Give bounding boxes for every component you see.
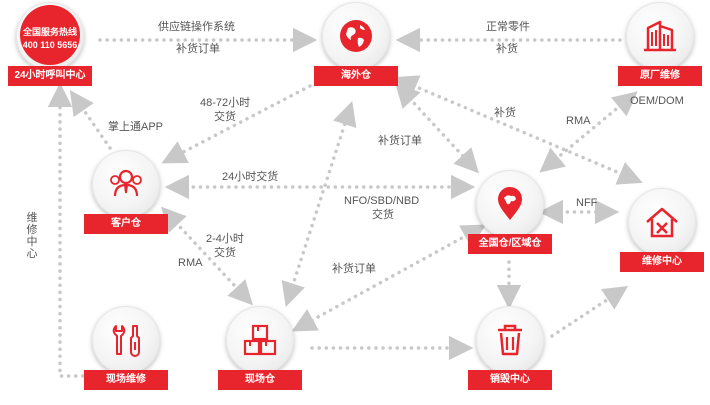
national-warehouse-label: 全国仓/区域仓	[468, 234, 552, 254]
hotline-badge: 全国服务热线 400 110 5656	[20, 5, 80, 65]
national-circle	[476, 170, 544, 238]
label-app: 掌上通APP	[108, 121, 164, 133]
label-nfo-l1: NFO/SBD/NBD	[344, 195, 420, 207]
label-nfo-l2: 交货	[372, 209, 394, 221]
overseas-warehouse-label: 海外仓	[314, 66, 398, 86]
label-replenish-order-top: 补货订单	[176, 43, 220, 55]
link-fieldrepair-call	[47, 82, 92, 378]
label-replenish-mid: 补货	[494, 107, 516, 119]
field-warehouse-label: 现场仓	[218, 370, 302, 390]
call-center-label: 24小时呼叫中心	[8, 66, 92, 86]
label-delivery-48-72-l2: 交货	[214, 111, 236, 123]
label-repair-center-vertical: 维修中心	[26, 212, 38, 260]
repair-center-label: 维修中心	[620, 252, 704, 272]
hotline-number: 400 110 5656	[22, 40, 78, 50]
oem-repair-label: 原厂维修	[618, 66, 702, 86]
overseas-circle	[322, 2, 390, 70]
trash-bin-icon	[498, 324, 522, 356]
label-delivery-2-4-l2: 交货	[214, 247, 236, 259]
link-overseas-national	[395, 82, 479, 174]
hotline-title: 全国服务热线	[22, 27, 77, 37]
label-delivery-2-4-l1: 2-4小时	[206, 233, 244, 245]
field-warehouse-circle	[226, 306, 294, 374]
destruction-center-label: 销毁中心	[468, 370, 552, 390]
label-replenish-top-right: 补货	[496, 43, 518, 55]
oem-circle	[626, 2, 694, 70]
link-overseas-customer	[161, 84, 312, 164]
house-tools-icon	[646, 207, 678, 238]
label-nff: NFF	[576, 197, 598, 209]
label-supply-chain-system: 供应链操作系统	[158, 21, 235, 33]
destruction-circle	[476, 306, 544, 374]
boxes-icon	[243, 324, 277, 356]
people-icon	[110, 169, 142, 197]
label-delivery-48-72-l1: 48-72小时	[200, 97, 251, 109]
label-replenish-order-mid: 补货订单	[378, 135, 422, 147]
link-oem-national	[539, 91, 638, 173]
label-rma-left: RMA	[178, 257, 203, 269]
repair-center-circle	[628, 188, 696, 256]
map-pin-icon	[498, 187, 522, 220]
link-fieldwh-overseas	[281, 101, 357, 307]
field-repair-label: 现场维修	[84, 370, 168, 390]
field-repair-circle	[92, 306, 160, 374]
label-normal-parts: 正常零件	[486, 21, 530, 33]
link-customer-call	[69, 89, 112, 150]
link-overseas-repaircenter	[393, 75, 643, 185]
factory-building-icon	[644, 20, 676, 52]
label-rma-right: RMA	[566, 115, 591, 127]
label-oem-dom: OEM/DOM	[630, 95, 684, 107]
link-destruction-repaircenter	[550, 285, 629, 338]
wrench-screwdriver-icon	[112, 325, 140, 357]
label-replenish-order-bottom: 补货订单	[332, 263, 376, 275]
globe-icon	[340, 20, 372, 52]
link-national-fieldwh	[291, 224, 487, 332]
customer-warehouse-label: 客户仓	[84, 214, 168, 234]
customer-circle	[92, 150, 160, 218]
label-delivery-24h: 24小时交货	[222, 171, 279, 183]
link-customer-fieldwh	[160, 206, 254, 306]
